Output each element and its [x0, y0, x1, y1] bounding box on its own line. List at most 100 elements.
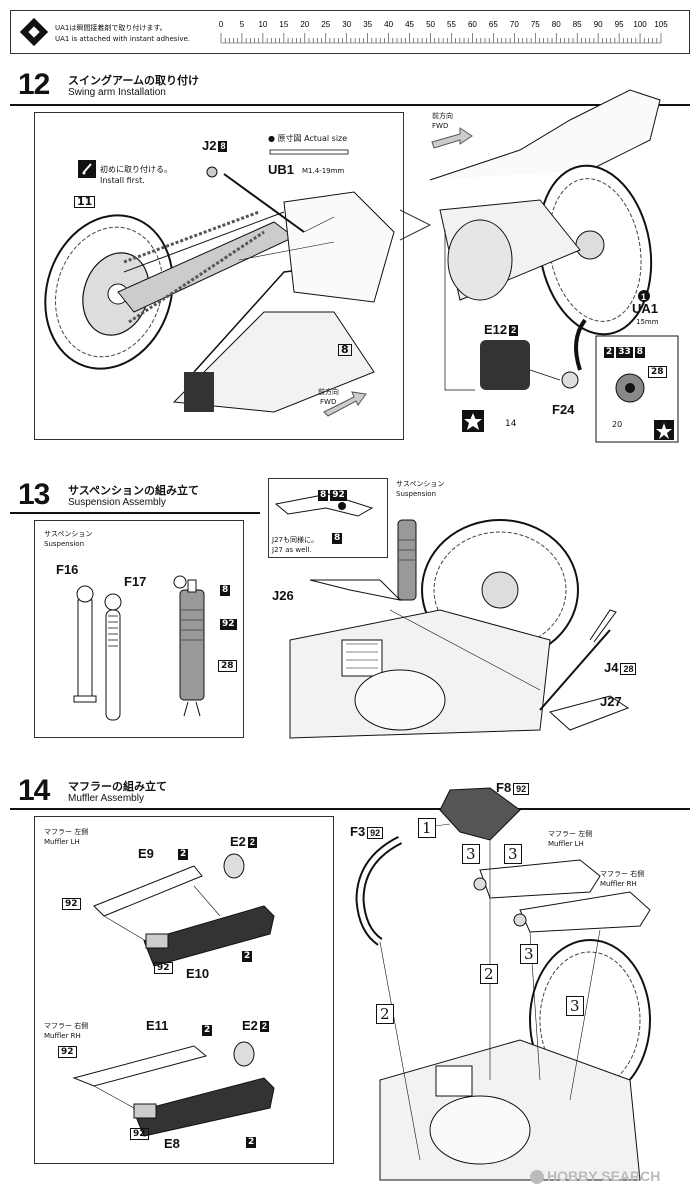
box-2c: 2: [242, 951, 253, 962]
box-8-susp: 8: [220, 585, 231, 596]
step-12-number: 12: [18, 68, 50, 101]
j27-note-en: J27 as well.: [272, 546, 312, 554]
susp2-jp: サスペンション: [396, 480, 445, 488]
ruler-tick-label: 70: [510, 20, 519, 29]
box-2d: 2: [202, 1025, 213, 1036]
install-first-jp: 初めに取り付ける。: [100, 165, 172, 174]
susp2-en: Suspension: [396, 490, 437, 498]
box-2a: 2: [178, 849, 189, 860]
susp-jp: サスペンション: [44, 530, 93, 538]
ruler-tick-label: 30: [342, 20, 351, 29]
adhesive-icon: [19, 17, 49, 47]
muffler-install-illustration: [355, 787, 651, 1181]
muffler-parts-illustration: [72, 853, 275, 1137]
lh2-jp: マフラー 左側: [548, 830, 593, 838]
step-13-rule: [10, 512, 260, 514]
seq-3b: 3: [504, 844, 522, 864]
ruler-tick-label: 55: [447, 20, 456, 29]
step-13-title-jp: サスペンションの組み立て: [68, 484, 200, 497]
ruler-tick-label: 15: [279, 20, 288, 29]
ruler-tick-label: 5: [240, 20, 245, 29]
seq-1: 1: [418, 818, 436, 838]
part-f24: F24: [552, 402, 575, 417]
seq-2b: 2: [376, 1004, 394, 1024]
ruler-tick-label: 85: [573, 20, 582, 29]
seq-3d: 3: [566, 996, 584, 1016]
lh2-en: Muffler LH: [548, 840, 584, 848]
detail-20: 20: [612, 420, 623, 429]
actual-size-label: ● 原寸図 Actual size: [268, 134, 348, 143]
seq-2a: 2: [480, 964, 498, 984]
callout-wedge: [399, 209, 432, 241]
part-j26: J26: [272, 588, 294, 603]
part-e9: E9: [138, 846, 154, 861]
ruler-tick-label: 50: [426, 20, 435, 29]
step-13-panel: [34, 520, 244, 738]
step-14-number: 14: [18, 774, 50, 807]
detail-28: 28: [648, 366, 667, 378]
box-92b: 92: [154, 962, 173, 974]
fwd-en: FWD: [320, 398, 337, 406]
ruler-tick-label: 80: [552, 20, 561, 29]
lh-en: Muffler LH: [44, 838, 80, 846]
ruler-tick-label: 0: [219, 20, 224, 29]
part-11-box: 11: [74, 196, 96, 208]
step-12-rule: [10, 104, 690, 106]
ruler-tick-label: 20: [300, 20, 309, 29]
install-first-en: Install first.: [100, 176, 145, 185]
adhesive-note-jp: UA1は瞬間接着剤で取り付けます。: [55, 24, 167, 32]
step-14-title-en: Muffler Assembly: [68, 793, 144, 804]
swingarm-illustration: [44, 149, 395, 417]
fwd-jp: 前方向: [318, 388, 339, 396]
header-bar: UA1は瞬間接着剤で取り付けます。 UA1 is attached with i…: [10, 10, 690, 54]
step-13-number: 13: [18, 478, 50, 511]
j27-note-jp: J27も同様に。: [272, 536, 318, 544]
ruler-tick-label: 105: [654, 20, 668, 29]
ruler-tick-label: 65: [489, 20, 498, 29]
box-2f: 2: [246, 1137, 257, 1148]
susp-en: Suspension: [44, 540, 85, 548]
part-e11: E11: [146, 1018, 169, 1033]
ruler-tick-label: 25: [321, 20, 330, 29]
part-e10: E10: [186, 966, 210, 981]
ruler-tick-label: 45: [405, 20, 414, 29]
rh-jp: マフラー 右側: [44, 1022, 89, 1030]
watermark-logo-icon: [530, 1170, 544, 1185]
fwd2-en: FWD: [432, 122, 449, 130]
lh-jp: マフラー 左側: [44, 828, 89, 836]
part-f17: F17: [124, 574, 147, 589]
ruler-tick-label: 90: [594, 20, 603, 29]
step-13-title-en: Suspension Assembly: [68, 497, 166, 508]
watermark: HOBBY SEARCH: [530, 1168, 660, 1185]
part-ub1: UB1: [268, 162, 295, 177]
suspension-install-illustration: [289, 519, 630, 739]
rear-frame-illustration: 1: [429, 89, 679, 443]
suspension-parts-illustration: [73, 575, 205, 721]
rh2-en: Muffler RH: [600, 880, 637, 888]
step-14-rule: [10, 808, 690, 810]
seq-3a: 3: [462, 844, 480, 864]
fwd2-jp: 前方向: [432, 112, 453, 120]
ruler-tick-label: 95: [615, 20, 624, 29]
box-28-susp: 28: [218, 660, 237, 672]
ruler-tick-label: 60: [468, 20, 477, 29]
box-92d: 92: [130, 1128, 149, 1140]
step-14-title-jp: マフラーの組み立て: [68, 780, 167, 793]
inset-box-8b: 8: [332, 533, 343, 544]
ub1-size: M1.4-19mm: [302, 167, 345, 175]
part-f16: F16: [56, 562, 79, 577]
part-14: 14: [505, 419, 517, 429]
svg-text:1: 1: [641, 292, 646, 302]
step-12-title-jp: スイングアームの取り付け: [68, 74, 200, 87]
ruler-tick-label: 100: [633, 20, 647, 29]
ruler-tick-label: 10: [258, 20, 267, 29]
